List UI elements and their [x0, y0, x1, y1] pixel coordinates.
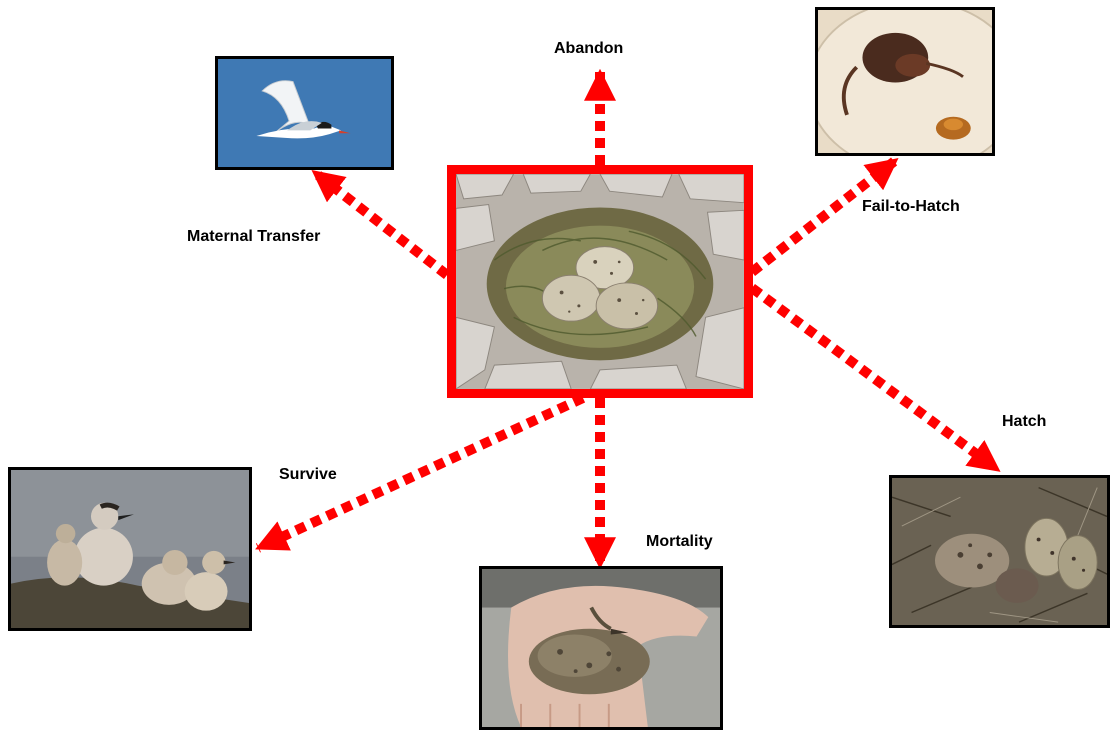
label-hatch: Hatch [1002, 413, 1046, 431]
arrow-hatch [752, 288, 998, 470]
fail-to-hatch-photo [815, 7, 995, 156]
label-mortality: Mortality [646, 533, 713, 551]
maternal-transfer-photo [215, 56, 394, 170]
tern-chicks-image [11, 470, 249, 628]
label-fail-to-hatch: Fail-to-Hatch [862, 198, 960, 216]
nest-eggs-image [456, 174, 744, 389]
center-nest-photo [447, 165, 753, 398]
survive-photo [8, 467, 252, 631]
hatch-photo [889, 475, 1110, 628]
hatchling-image [892, 478, 1107, 625]
tern-in-flight-image [218, 59, 391, 167]
label-maternal-transfer: Maternal Transfer [187, 228, 320, 246]
label-survive: Survive [279, 466, 337, 484]
failed-embryo-image [818, 10, 992, 153]
dead-chick-in-hand-image [482, 569, 720, 727]
arrow-maternal-transfer [314, 172, 447, 275]
arrow-fail-to-hatch [752, 160, 896, 272]
label-abandon: Abandon [554, 40, 623, 58]
mortality-photo [479, 566, 723, 730]
